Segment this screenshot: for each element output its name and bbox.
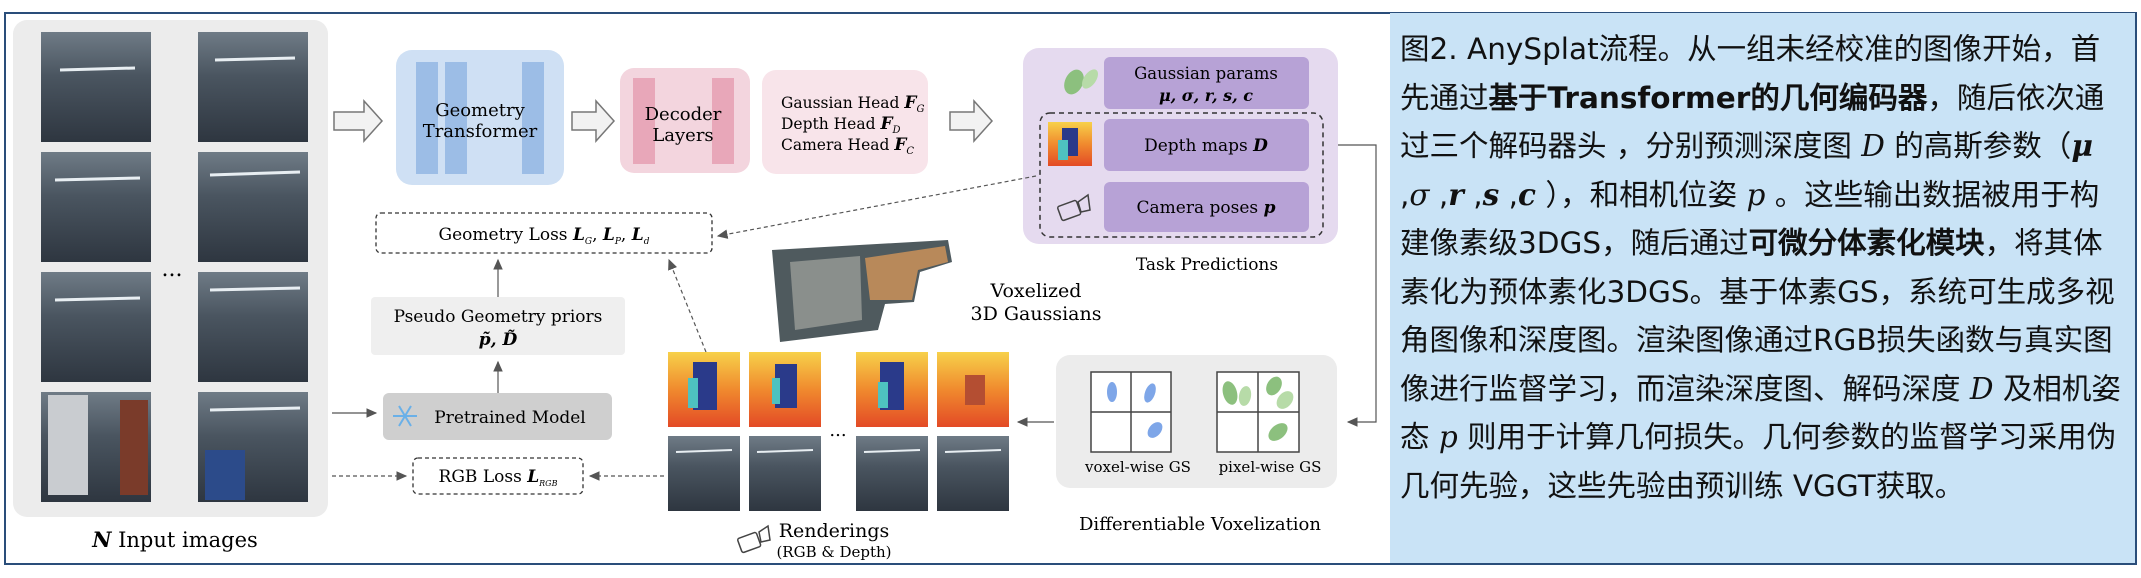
caption-segment: 可微分体素化模块 — [1748, 226, 1985, 260]
caption-segment: r — [1448, 176, 1464, 212]
heads-block: Gaussian Head FG Depth Head FD Camera He… — [762, 70, 928, 174]
geometry-transformer-block: Geometry Transformer — [396, 50, 564, 185]
pipeline-diagram: ... N Input images Geometry Transformer … — [13, 20, 1377, 561]
gaussian-params-symbols: μ, σ, r, s, c — [1159, 86, 1253, 105]
task-predictions-label: Task Predictions — [1136, 255, 1278, 275]
decoder-layers-line2: Layers — [652, 125, 713, 146]
caption-segment: D — [1969, 371, 1994, 406]
camera-icon — [1057, 193, 1091, 222]
flow-arrow-3 — [949, 99, 994, 143]
voxelized-label-line1: Voxelized — [990, 280, 1082, 302]
task-predictions-panel: Gaussian params μ, σ, r, s, c Depth maps… — [1023, 48, 1338, 244]
pseudo-priors-symbols: p̃, D̃ — [479, 330, 518, 350]
caption-segment: 图2. AnySplat流程。从一组未经校准的图像开始，首先通过 — [1400, 32, 2101, 115]
caption-segment: ，随后依次通过三个解码器头 ，分别预测深度图 — [1400, 80, 2105, 164]
geometry-transformer-line1: Geometry — [435, 100, 525, 121]
depth-to-geometry-loss-arrow — [716, 175, 1037, 239]
renderings-ellipsis: ... — [829, 420, 846, 441]
camera-poses-label: Camera poses p — [1137, 198, 1276, 218]
flow-arrow-1 — [333, 99, 384, 143]
caption-segment: , — [1499, 177, 1518, 212]
pretrained-model-label: Pretrained Model — [434, 408, 585, 428]
pretrained-model-box: Pretrained Model — [383, 393, 612, 440]
caption-segment: 则用于计算几何损失。几何参数的监督学习采用伪几何先验，这些先验由预训练 VGGT… — [1400, 420, 2117, 503]
render-camera-icon — [737, 524, 771, 554]
gaussian-head-label: Gaussian Head FG — [781, 93, 924, 115]
pixel-wise-label: pixel-wise GS — [1219, 458, 1322, 476]
caption-segment: , — [1463, 177, 1483, 212]
renderings-to-geometry-loss-arrow — [668, 258, 707, 353]
camera-head-label: Camera Head FC — [781, 135, 914, 157]
depth-map-thumbnail — [1048, 122, 1092, 166]
decoder-layers-line1: Decoder — [645, 104, 722, 125]
geometry-transformer-line2: Transformer — [423, 121, 538, 142]
differentiable-voxelization-panel: voxel-wise GS pixel-wise GS — [1056, 355, 1337, 488]
rgb-loss-label: RGB Loss LRGB — [439, 467, 558, 488]
flow-arrow-2 — [571, 99, 616, 143]
caption-segment: ），和相机位姿 — [1535, 177, 1747, 212]
snowflake-icon — [393, 405, 417, 427]
caption-segment: 及相机姿态 — [1400, 371, 2121, 455]
voxelized-label-line2: 3D Gaussians — [971, 303, 1102, 325]
caption-segment: p — [1438, 420, 1458, 454]
caption-segment: ，将其体素化为预体素化3DGS。基于体素GS，系统可生成多视角图像和深度图。渲染… — [1400, 226, 2115, 406]
geometry-loss-box: Geometry Loss LG, LP, Ld — [375, 212, 713, 254]
caption-segment: 。这些输出数据被用于构建像素级3DGS，随后通过 — [1400, 177, 2100, 261]
caption-segment: 基于Transformer的几何编码器 — [1488, 80, 1928, 115]
rgb-loss-box: RGB Loss LRGB — [412, 457, 584, 495]
depth-head-label: Depth Head FD — [781, 114, 901, 136]
renderings-label-line1: Renderings — [779, 520, 890, 542]
decoder-layers-block: Decoder Layers — [620, 68, 750, 173]
caption-segment: , — [1429, 177, 1449, 212]
caption-panel: 图2. AnySplat流程。从一组未经校准的图像开始，首先通过基于Transf… — [1390, 13, 2135, 563]
figure-frame — [4, 12, 2137, 565]
caption-segment: p — [1746, 177, 1766, 212]
diff-voxelization-label: Differentiable Voxelization — [1079, 514, 1321, 535]
depth-maps-label: Depth maps D — [1144, 136, 1268, 156]
caption-segment: , — [1400, 177, 1410, 212]
predictions-to-voxelization-arrow — [1338, 144, 1377, 427]
gaussian-blob-icon — [1064, 69, 1098, 95]
voxel-wise-label: voxel-wise GS — [1084, 458, 1191, 476]
rgb-renderings — [668, 436, 1009, 511]
caption-segment: s — [1482, 176, 1500, 212]
input-image-thumbnails — [41, 32, 308, 502]
input-ellipsis: ... — [162, 257, 183, 282]
geometry-loss-label: Geometry Loss LG, LP, Ld — [439, 225, 650, 247]
input-images-panel: ... — [13, 20, 328, 517]
pseudo-priors-box: Pseudo Geometry priors p̃, D̃ — [371, 297, 625, 355]
caption-segment: 的高斯参数（ — [1884, 129, 2072, 163]
caption-segment: D — [1861, 129, 1885, 163]
voxel-wise-grid — [1090, 371, 1172, 453]
pseudo-priors-title: Pseudo Geometry priors — [394, 307, 603, 327]
renderings-label-line2: (RGB & Depth) — [776, 543, 891, 561]
depth-renderings — [668, 352, 1009, 427]
pixel-wise-grid — [1216, 371, 1300, 453]
input-images-label: N Input images — [91, 527, 258, 552]
caption-segment: μ — [2071, 128, 2093, 163]
caption-segment: σ — [1409, 177, 1430, 212]
gaussian-params-title: Gaussian params — [1134, 64, 1278, 83]
caption-segment: c — [1517, 176, 1536, 212]
voxelized-3d-gaussians-render — [772, 240, 952, 342]
